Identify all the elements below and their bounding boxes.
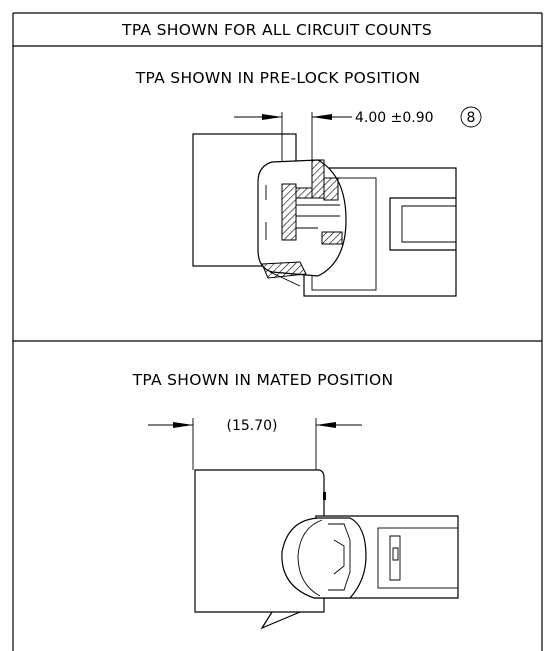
prelock-dimension-text: 4.00 ±0.90 bbox=[355, 110, 434, 126]
header-title: TPA SHOWN FOR ALL CIRCUIT COUNTS bbox=[121, 21, 432, 39]
mated-caption: TPA SHOWN IN MATED POSITION bbox=[132, 371, 394, 389]
prelock-caption: TPA SHOWN IN PRE-LOCK POSITION bbox=[135, 69, 420, 87]
svg-text:8: 8 bbox=[467, 110, 476, 126]
mated-connector-drawing bbox=[194, 469, 459, 630]
prelock-connector-drawing bbox=[192, 133, 457, 297]
note-balloon: 8 bbox=[460, 106, 482, 128]
mated-dimension bbox=[148, 418, 362, 470]
prelock-dimension bbox=[234, 112, 352, 190]
sheet-frame bbox=[12, 12, 543, 651]
mated-dimension-text: (15.70) bbox=[226, 418, 277, 434]
